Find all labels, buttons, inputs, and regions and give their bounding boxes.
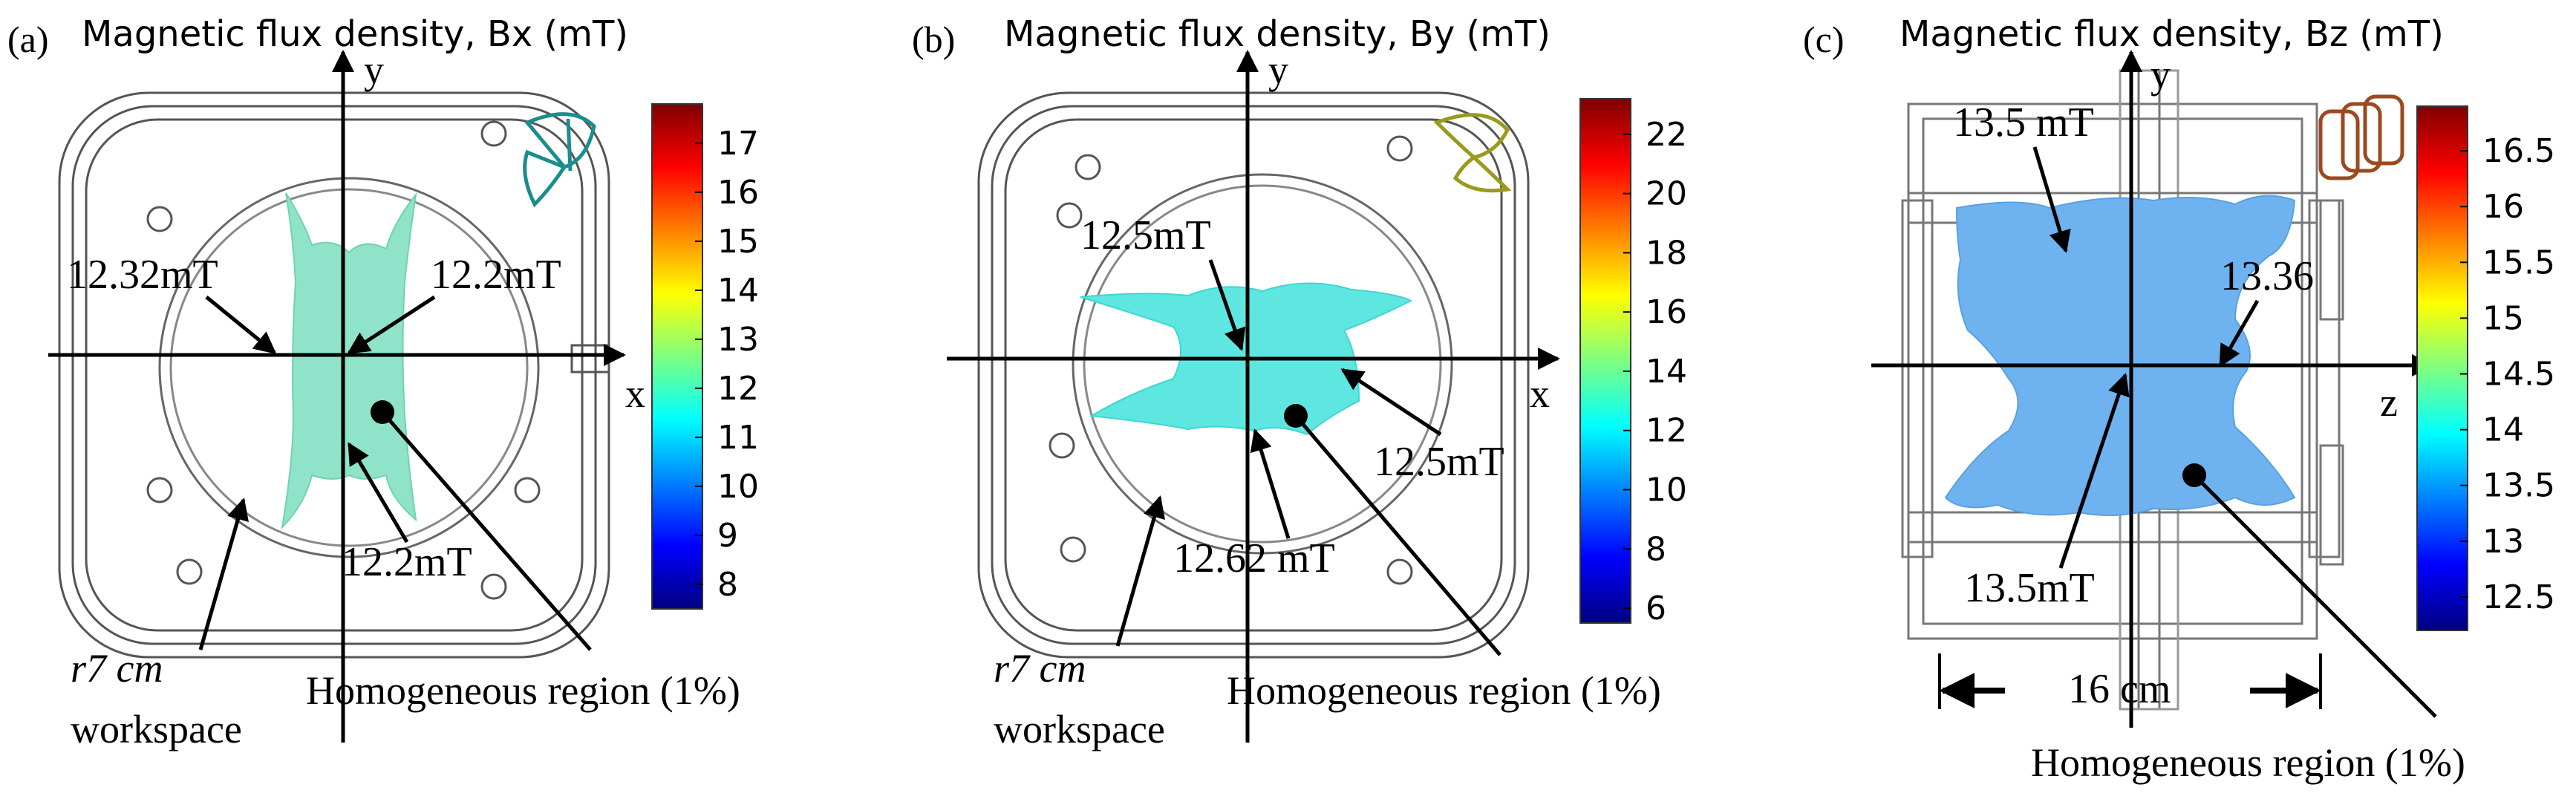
panel-c-arrow-3 (2058, 373, 2130, 569)
panel-b-axis-y-label: y (1268, 48, 1288, 92)
colorbar-tick-label: 22 (1646, 116, 1687, 154)
panel-b-workspace-label-1: r7 cm (994, 646, 1086, 691)
colorbar-tick-label: 17 (717, 125, 759, 163)
panel-a-annotation-2: 12.2mT (431, 252, 561, 298)
panel-b-region-dot (1284, 404, 1308, 428)
panel-b-arrow-2 (1340, 368, 1442, 437)
panel-b-annotation-2: 12.5mT (1374, 439, 1504, 485)
panel-a-annotation-1: 12.32mT (67, 252, 218, 298)
colorbar-tick-label: 14 (717, 272, 759, 310)
panel-b-label: (b) (912, 19, 955, 60)
panel-b-annotation-3: 12.62 mT (1173, 535, 1335, 581)
colorbar-tick-label: 16 (2482, 188, 2524, 226)
panel-a-label: (a) (7, 19, 49, 60)
colorbar-tick-label: 14.5 (2482, 356, 2555, 394)
colorbar-tick-label: 13 (717, 321, 759, 359)
panel-c: (c) Magnetic flux density, Bz (mT) y z 1… (1803, 13, 2555, 785)
panel-a-homogeneous-region (281, 192, 417, 529)
panel-b-workspace-pointer (1115, 495, 1166, 647)
panel-c-axis-y-label: y (2151, 52, 2171, 97)
panel-c-axis-z-label: z (2380, 380, 2398, 425)
panel-b-coil-icon (1433, 113, 1512, 193)
colorbar-tick-label: 18 (1646, 234, 1687, 272)
panel-a-region-label: Homogeneous region (1%) (306, 668, 740, 713)
panel-c-annotation-3: 13.5mT (1964, 565, 2095, 611)
panel-a-annotation-3: 12.2mT (342, 539, 472, 585)
panel-a-coil-frame (58, 91, 610, 659)
panel-b-arrow-1 (1208, 259, 1246, 351)
colorbar-tick-label: 13 (2482, 523, 2524, 561)
panel-a-workspace-label-1: r7 cm (71, 646, 163, 691)
panel-c-region-dot (2182, 463, 2206, 487)
colorbar-tick-label: 8 (717, 566, 738, 604)
panel-c-coil-icon (2318, 94, 2404, 180)
colorbar-tick-label: 10 (1646, 472, 1687, 509)
panel-c-dimension-label: 16 cm (2068, 666, 2171, 712)
panel-c-arrow-1 (2032, 146, 2071, 253)
colorbar-tick-label: 14 (1646, 353, 1687, 391)
panel-c-region-pointer (2193, 474, 2437, 718)
panel-b-workspace-label-2: workspace (994, 707, 1165, 751)
panel-b-coil-frame (977, 91, 1530, 659)
colorbar-tick-label: 16 (717, 174, 759, 212)
panel-a: (a) Magnetic flux density, Bx (mT) y x (7, 13, 759, 751)
colorbar-tick-label: 10 (717, 468, 759, 506)
panel-c-colorbar (2416, 105, 2468, 631)
panel-a-title: Magnetic flux density, Bx (mT) (82, 13, 628, 55)
panel-a-arrow-2 (347, 295, 436, 355)
panel-c-annotation-2: 13.36 (2220, 253, 2314, 299)
colorbar-tick-label: 6 (1646, 590, 1666, 627)
panel-c-arrow-2 (2218, 299, 2260, 368)
colorbar-tick-label: 12 (1646, 412, 1687, 450)
panel-b-axis-x-label: x (1530, 371, 1550, 416)
colorbar-tick-label: 12.5 (2482, 578, 2555, 616)
colorbar-tick-label: 20 (1646, 175, 1687, 213)
colorbar-tick-label: 9 (717, 517, 738, 555)
panel-a-workspace-pointer (198, 498, 249, 650)
colorbar-tick-label: 12 (717, 370, 759, 408)
panel-b-region-pointer (1294, 414, 1501, 656)
colorbar-tick-label: 15 (2482, 299, 2524, 337)
colorbar-tick-label: 15.5 (2482, 244, 2555, 281)
panel-a-axis-x-label: x (625, 371, 645, 416)
colorbar-tick-label: 15 (717, 223, 759, 261)
panel-c-annotation-1: 13.5 mT (1953, 100, 2094, 146)
panel-b: (b) Magnetic flux density, By (mT) y x 1… (912, 13, 1687, 751)
panel-c-region-label: Homogeneous region (1%) (2031, 740, 2465, 785)
colorbar-tick-label: 16 (1646, 293, 1687, 331)
panel-b-annotation-1: 12.5mT (1080, 212, 1211, 258)
panel-b-arrow-3 (1250, 428, 1291, 539)
colorbar-tick-label: 13.5 (2482, 467, 2555, 505)
colorbar-tick-label: 11 (717, 419, 759, 457)
panel-c-colorbar-ticks: 16.5 16 15.5 15 14.5 14 13.5 13 12.5 (2460, 132, 2555, 616)
panel-c-label: (c) (1803, 19, 1845, 60)
panel-a-workspace-label-2: workspace (71, 707, 242, 751)
colorbar-tick-label: 16.5 (2482, 132, 2555, 170)
panel-a-coil-icon (523, 112, 596, 208)
colorbar-tick-label: 14 (2482, 411, 2524, 449)
panel-b-region-label: Homogeneous region (1%) (1227, 668, 1661, 713)
panel-b-colorbar-ticks: 22 20 18 16 14 12 10 8 6 (1623, 116, 1687, 627)
panel-a-region-dot (371, 400, 394, 424)
panel-a-colorbar (651, 103, 703, 610)
panel-a-axis-y-label: y (364, 48, 384, 92)
colorbar-tick-label: 8 (1646, 530, 1666, 568)
panel-c-homogeneous-region (1944, 195, 2296, 516)
panel-b-colorbar (1579, 98, 1631, 624)
panel-a-arrow-3 (347, 442, 409, 544)
panel-b-title: Magnetic flux density, By (mT) (1004, 13, 1551, 55)
panel-a-region-pointer (373, 402, 592, 651)
panel-a-arrow-1 (205, 296, 277, 354)
panel-a-colorbar-ticks: 17 16 15 14 13 12 11 10 9 8 (695, 125, 759, 604)
panel-c-title: Magnetic flux density, Bz (mT) (1900, 13, 2444, 55)
